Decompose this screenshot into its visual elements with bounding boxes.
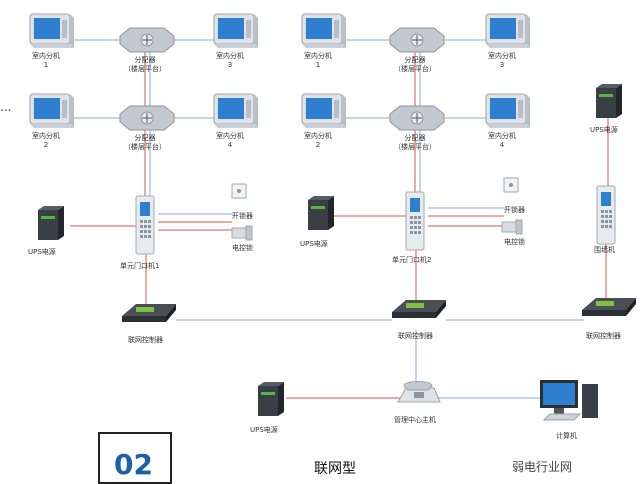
indoor-monitor-icon bbox=[301, 93, 347, 129]
ups-icon bbox=[596, 84, 622, 118]
network-controller-label: 联网控制器 bbox=[128, 336, 163, 344]
ups-icon bbox=[258, 382, 284, 416]
ups-label: UPS电源 bbox=[28, 248, 56, 256]
management-host-label: 管理中心主机 bbox=[394, 416, 436, 424]
electric-lock-icon bbox=[501, 219, 523, 235]
electric-lock-icon bbox=[231, 225, 253, 241]
indoor-monitor-icon bbox=[213, 13, 259, 49]
computer-icon bbox=[540, 380, 598, 421]
electric-lock-label: 电控锁 bbox=[504, 238, 525, 246]
indoor-monitor-icon bbox=[301, 13, 347, 49]
connection-lines bbox=[70, 39, 609, 399]
splitter-icon bbox=[119, 105, 175, 131]
watermark: 弱电行业网 bbox=[512, 460, 573, 474]
splitter-icon bbox=[389, 27, 445, 53]
ups-icon bbox=[308, 196, 334, 230]
electric-lock-label: 电控锁 bbox=[232, 244, 253, 252]
door-station-icon bbox=[135, 195, 155, 255]
ellipsis: ... bbox=[0, 100, 12, 114]
door-station-label: 单元门口机2 bbox=[392, 256, 432, 264]
ups-label: UPS电源 bbox=[590, 126, 618, 134]
lock-opener-icon bbox=[503, 177, 519, 193]
indoor-monitor-icon bbox=[29, 13, 75, 49]
monitor-label: 室内分机 4 bbox=[216, 132, 244, 149]
splitter-label: 分配器 （楼层平台） bbox=[124, 56, 166, 73]
splitter-icon bbox=[119, 27, 175, 53]
monitor-label: 室内分机 1 bbox=[32, 52, 60, 69]
telephone-icon bbox=[397, 381, 441, 403]
indoor-monitor-icon bbox=[485, 93, 531, 129]
computer-label: 计算机 bbox=[556, 432, 577, 440]
network-controller-icon bbox=[122, 304, 176, 322]
section-title: 联网型 bbox=[314, 461, 356, 477]
network-controller-icon bbox=[582, 298, 636, 316]
lock-opener-label: 开锁器 bbox=[504, 206, 525, 214]
network-controller-icon bbox=[392, 300, 446, 318]
ups-label: UPS电源 bbox=[300, 240, 328, 248]
splitter-icon bbox=[389, 105, 445, 131]
indoor-monitor-icon bbox=[213, 93, 259, 129]
network-controller-label: 联网控制器 bbox=[398, 332, 433, 340]
indoor-monitor-icon bbox=[29, 93, 75, 129]
lock-opener-label: 开锁器 bbox=[232, 212, 253, 220]
fence-station-icon bbox=[596, 185, 616, 245]
monitor-label: 室内分机 3 bbox=[216, 52, 244, 69]
monitor-label: 室内分机 4 bbox=[488, 132, 516, 149]
monitor-label: 室内分机 2 bbox=[304, 132, 332, 149]
monitor-label: 室内分机 3 bbox=[488, 52, 516, 69]
ups-label: UPS电源 bbox=[250, 426, 278, 434]
splitter-label: 分配器 （楼层平台） bbox=[394, 56, 436, 73]
lock-opener-icon bbox=[231, 183, 247, 199]
network-controller-label: 联网控制器 bbox=[586, 332, 621, 340]
section-number: 02 bbox=[114, 448, 153, 481]
door-station-icon bbox=[405, 191, 425, 251]
monitor-label: 室内分机 2 bbox=[32, 132, 60, 149]
ups-icon bbox=[38, 206, 64, 240]
monitor-label: 室内分机 1 bbox=[304, 52, 332, 69]
indoor-monitor-icon bbox=[485, 13, 531, 49]
splitter-label: 分配器 （楼层平台） bbox=[394, 134, 436, 151]
door-station-label: 单元门口机1 bbox=[120, 262, 160, 270]
splitter-label: 分配器 （楼层平台） bbox=[124, 134, 166, 151]
fence-station-label: 围墙机 bbox=[594, 246, 615, 254]
